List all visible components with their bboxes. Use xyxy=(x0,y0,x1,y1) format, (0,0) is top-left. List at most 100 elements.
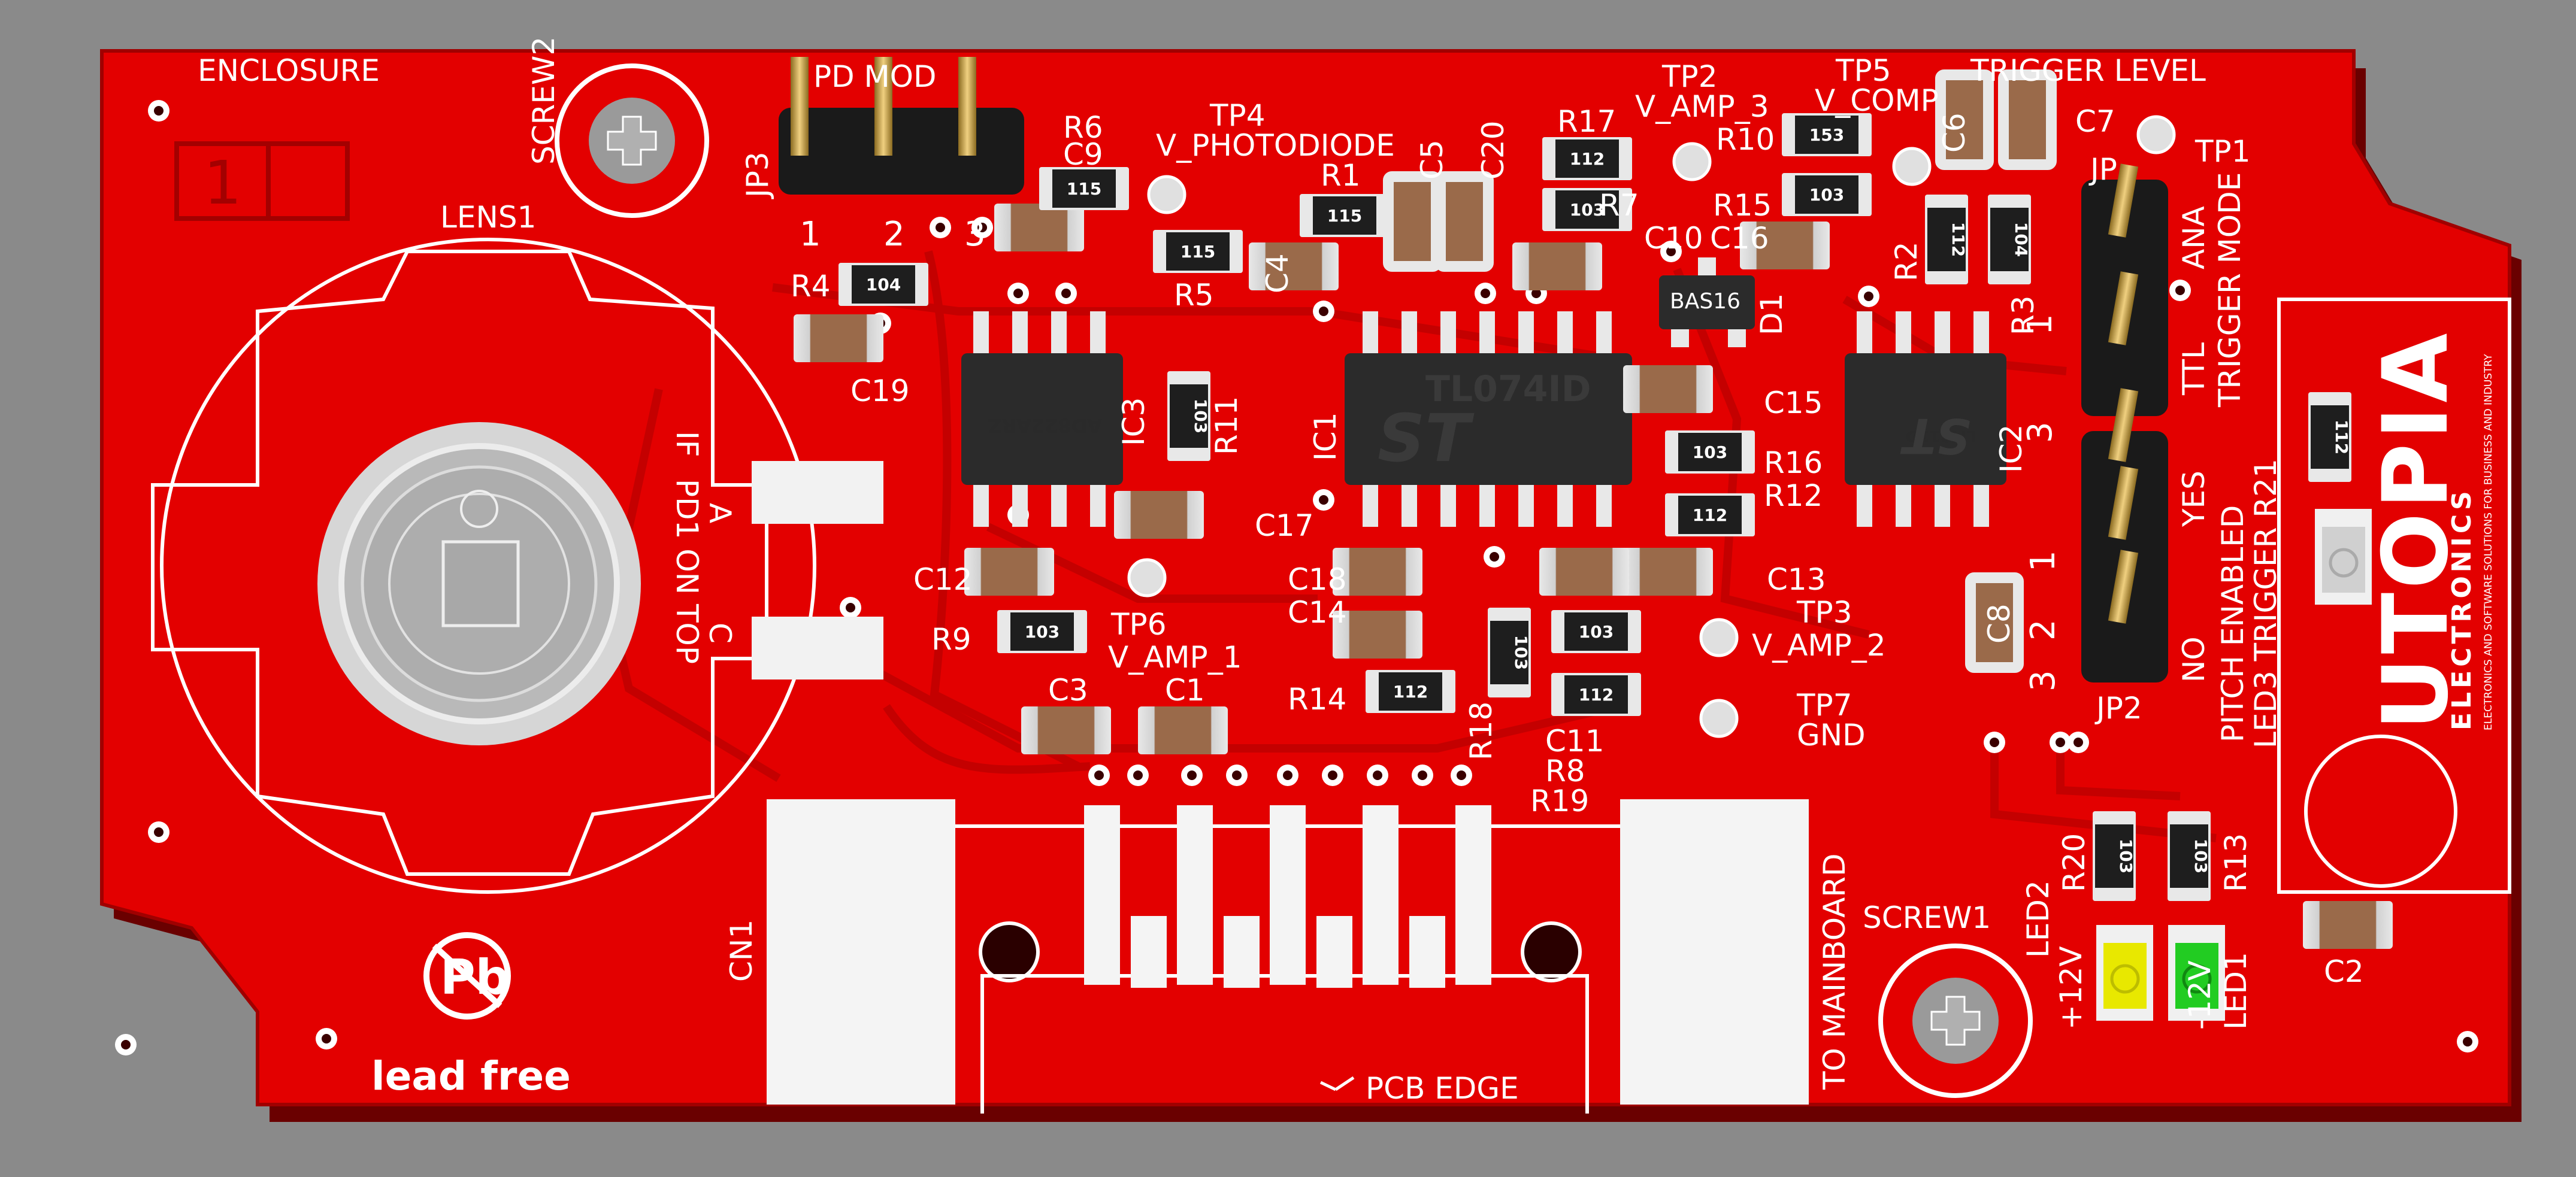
label-c4: C4 xyxy=(1260,253,1295,293)
label-led3-trigger-r21: LED3 TRIGGER R21 xyxy=(2248,459,2283,748)
silkscreen-shapes xyxy=(174,141,2511,1091)
resistor-code-r10: 153 xyxy=(1809,125,1844,145)
logo-sub: ELECTRONICS xyxy=(2447,487,2477,730)
label-ic2: IC2 xyxy=(1994,424,2029,473)
led1-green xyxy=(2168,925,2225,1021)
label-r17: R17 xyxy=(1557,104,1616,139)
label-c15: C15 xyxy=(1764,386,1823,420)
resistor-code-r7: 103 xyxy=(1570,200,1605,220)
capacitor-c16 xyxy=(1740,222,1830,269)
label-jp3-pin3: 3 xyxy=(964,215,986,254)
label-c7: C7 xyxy=(2075,104,2115,139)
resistor-r17: 112 xyxy=(1542,137,1632,180)
resistor-r3: 104 xyxy=(1988,195,2031,284)
label-tl074id: TL074ID xyxy=(1425,368,1591,410)
resistor-r4: 104 xyxy=(839,263,928,306)
resistor-r19: 112 xyxy=(1551,673,1641,716)
label-r4: R4 xyxy=(791,269,831,304)
st-logo-ic2: ST xyxy=(1900,408,1970,463)
label-c18: C18 xyxy=(1288,562,1347,597)
connector-cn1 xyxy=(767,799,1809,1114)
label-r6: R6 xyxy=(1063,110,1103,145)
label-r1: R1 xyxy=(1321,158,1361,193)
capacitor-c1 xyxy=(1138,706,1228,754)
label-v-amp-1: V_AMP_1 xyxy=(1108,640,1242,675)
resistor-code-r1: 115 xyxy=(1327,206,1362,226)
label-c19: C19 xyxy=(850,374,910,408)
label-c1: C1 xyxy=(1165,673,1205,708)
label-r8: R8 xyxy=(1545,754,1585,788)
capacitor-c15 xyxy=(1623,365,1713,413)
label-jp3: JP3 xyxy=(740,151,775,199)
label-r14: R14 xyxy=(1288,682,1346,717)
label-no: NO xyxy=(2177,636,2211,682)
label-yes: YES xyxy=(2177,471,2211,527)
screw1-hole xyxy=(1878,944,2033,1098)
label-jp2: JP2 xyxy=(2094,691,2142,726)
label-ttl: TTL xyxy=(2177,342,2211,396)
label-tp2: TP2 xyxy=(1661,59,1718,94)
label-ana: ANA xyxy=(2177,206,2211,269)
capacitor-c17 xyxy=(1114,491,1204,539)
label-r20: R20 xyxy=(2057,833,2091,892)
label-jp2-pin1: 1 xyxy=(2024,550,2063,572)
label-lead-free: lead free xyxy=(371,1053,571,1099)
label-pcb-edge: PCB EDGE xyxy=(1366,1071,1519,1106)
resistor-r12: 112 xyxy=(1665,493,1755,536)
label-tp6: TP6 xyxy=(1110,607,1167,642)
led3 xyxy=(2315,509,2372,605)
ic2-lm311d xyxy=(1845,311,2006,527)
label-c12: C12 xyxy=(913,562,973,597)
resistor-r9: 103 xyxy=(997,610,1087,653)
resistor-r15: 103 xyxy=(1782,173,1872,216)
label-v-amp-2: V_AMP_2 xyxy=(1752,628,1886,663)
label-lm311d: LM311D xyxy=(1906,427,1976,445)
header-jp3 xyxy=(779,57,1024,195)
resistor-code-r2: 112 xyxy=(1948,222,1968,257)
label-c6: C6 xyxy=(1937,113,1972,153)
silkscreen-labels: ENCLOSURE SCREW2 JP3 PD MOD 1 2 3 LENS1 … xyxy=(198,37,2364,1106)
st-logo-ic1: ST xyxy=(1378,400,1475,477)
header-jp2 xyxy=(2081,388,2168,682)
capacitor-c9 xyxy=(994,204,1084,251)
label-to-mainboard: TO MAINBOARD xyxy=(1817,853,1852,1090)
label-tp1: TP1 xyxy=(2194,134,2251,169)
label-r9: R9 xyxy=(931,622,971,657)
resistor-code-r3: 104 xyxy=(2011,222,2031,257)
label-c5: C5 xyxy=(1415,139,1449,180)
label-trigger-level: TRIGGER LEVEL xyxy=(1970,53,2206,88)
capacitor-c14 xyxy=(1333,611,1422,659)
label-pd1-on-top: PD1 ON TOP xyxy=(670,479,704,664)
utopia-logo: UTOPIA ELECTRONICS ELECTRONICS AND SOFTW… xyxy=(2364,330,2495,730)
label-screw1: SCREW1 xyxy=(1863,900,1991,935)
label-tp4: TP4 xyxy=(1209,98,1266,133)
label-bas16: BAS16 xyxy=(1670,289,1740,314)
lens-footprint xyxy=(151,238,883,894)
resistor-r21: 112 xyxy=(2308,392,2351,482)
ic-packages xyxy=(961,257,2006,527)
test-points xyxy=(1127,115,2176,738)
resistor-code-r18: 103 xyxy=(1511,635,1531,670)
label-tp5: TP5 xyxy=(1835,53,1891,88)
label-jp3-pin2: 2 xyxy=(883,215,905,254)
label-c9: C9 xyxy=(1063,137,1103,172)
label-tp7: TP7 xyxy=(1796,688,1852,723)
label-screw2: SCREW2 xyxy=(526,37,561,165)
label-v-photodiode: V_PHOTODIODE xyxy=(1156,128,1395,163)
label-c16: C16 xyxy=(1710,221,1769,256)
capacitor-c11 xyxy=(1539,548,1629,596)
resistor-code-r16: 103 xyxy=(1693,442,1727,462)
resistor-r18: 103 xyxy=(1488,608,1531,697)
capacitor-c18 xyxy=(1333,548,1422,596)
label-r10: R10 xyxy=(1716,122,1775,157)
capacitor-c2 xyxy=(2303,901,2393,949)
label-if: IF xyxy=(670,431,704,457)
capacitor-c4 xyxy=(1249,242,1339,290)
resistor-r16: 103 xyxy=(1665,430,1755,474)
label-r18: R18 xyxy=(1464,702,1499,760)
label-c20: C20 xyxy=(1476,120,1511,180)
capacitor-c19 xyxy=(794,314,883,362)
capacitor-c6 xyxy=(1935,69,1994,170)
label-jp1-pin1: 1 xyxy=(2021,314,2060,335)
